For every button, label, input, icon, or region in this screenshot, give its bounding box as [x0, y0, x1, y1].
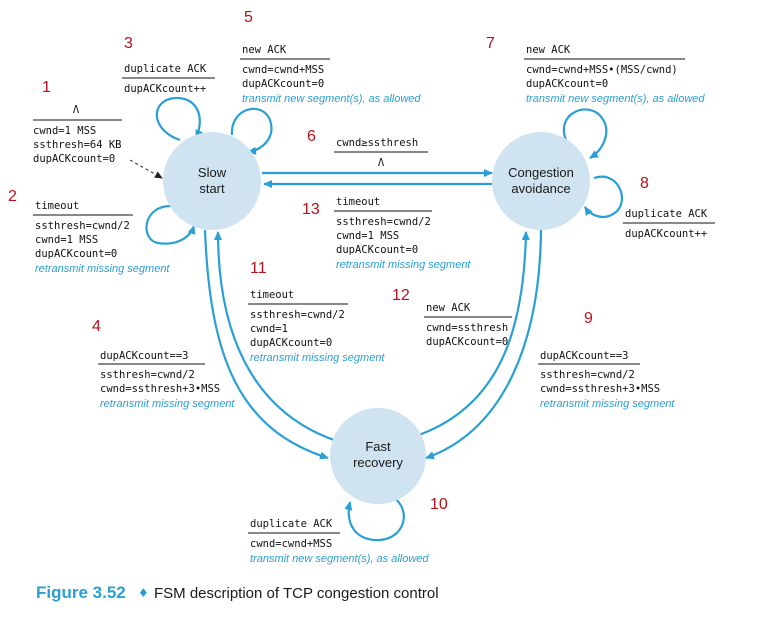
state-slow-start: Slow start	[163, 132, 261, 230]
transition-13: 13 timeout ssthresh=cwnd/2 cwnd=1 MSS du…	[302, 196, 471, 271]
transition-13-condition: timeout	[336, 196, 380, 208]
transition-9: 9 dupACKcount==3 ssthresh=cwnd/2 cwnd=ss…	[538, 310, 675, 410]
transition-3-condition: duplicate ACK	[124, 63, 207, 75]
state-congestion-avoidance: Congestion avoidance	[492, 132, 590, 230]
transition-4-number: 4	[92, 318, 101, 335]
transition-13-action-2: cwnd=1 MSS	[336, 230, 399, 242]
state-slow-start-line1: Slow	[198, 165, 227, 180]
transition-9-action-2: cwnd=ssthresh+3•MSS	[540, 383, 660, 395]
figure-caption-separator: ♦	[138, 586, 149, 600]
transition-2-action-2: cwnd=1 MSS	[35, 234, 98, 246]
figure-caption: Figure 3.52 ♦ FSM description of TCP con…	[36, 583, 439, 602]
transition-7-number: 7	[486, 35, 495, 52]
transition-3-number: 3	[124, 35, 133, 52]
transition-5-number: 5	[244, 9, 253, 26]
transition-6-action-1: Λ	[378, 157, 385, 169]
transition-10-number: 10	[430, 496, 448, 513]
transition-8-action-1: dupACKcount++	[625, 228, 707, 240]
transition-3-action-1: dupACKcount++	[124, 83, 206, 95]
transition-1-action-1: cwnd=1 MSS	[33, 125, 96, 137]
transition-7-condition: new ACK	[526, 44, 571, 56]
transition-1: 1 Λ cwnd=1 MSS ssthresh=64 KB dupACKcoun…	[33, 79, 122, 165]
loop-3-arrow	[155, 96, 203, 142]
transition-5-action-2: dupACKcount=0	[242, 78, 324, 90]
transition-12-number: 12	[392, 287, 410, 304]
transition-6-condition: cwnd≥ssthresh	[336, 137, 418, 149]
transition-11-action-2: cwnd=1	[250, 323, 288, 335]
transition-11-number: 11	[250, 260, 267, 277]
state-fr-line1: Fast	[365, 439, 391, 454]
transition-4-note: retransmit missing segment	[100, 398, 235, 410]
transition-5: 5 new ACK cwnd=cwnd+MSS dupACKcount=0 tr…	[240, 9, 421, 105]
transition-13-action-1: ssthresh=cwnd/2	[336, 216, 431, 228]
transition-8-number: 8	[640, 175, 649, 192]
transition-9-number: 9	[584, 310, 593, 327]
transition-12: 12 new ACK cwnd=ssthresh dupACKcount=0	[392, 287, 512, 348]
initial-arrow	[129, 159, 163, 179]
state-ca-line2: avoidance	[511, 181, 570, 196]
transition-10-action-1: cwnd=cwnd+MSS	[250, 538, 332, 550]
transition-2: 2 timeout ssthresh=cwnd/2 cwnd=1 MSS dup…	[8, 188, 170, 275]
transition-9-note: retransmit missing segment	[540, 398, 675, 410]
state-fr-line2: recovery	[353, 455, 403, 470]
transition-6: 6 cwnd≥ssthresh Λ	[307, 128, 428, 169]
transition-10-condition: duplicate ACK	[250, 518, 333, 530]
transition-12-action-1: cwnd=ssthresh	[426, 322, 508, 334]
state-fast-recovery: Fast recovery	[330, 408, 426, 504]
transition-5-note: transmit new segment(s), as allowed	[242, 93, 421, 105]
transition-8-condition: duplicate ACK	[625, 208, 708, 220]
transition-11-action-3: dupACKcount=0	[250, 337, 332, 349]
transition-7-note: transmit new segment(s), as allowed	[526, 93, 705, 105]
arrow-4	[203, 229, 329, 460]
transition-11: 11 timeout ssthresh=cwnd/2 cwnd=1 dupACK…	[248, 260, 385, 364]
transition-11-condition: timeout	[250, 289, 294, 301]
transition-5-condition: new ACK	[242, 44, 287, 56]
transition-7-action-2: dupACKcount=0	[526, 78, 608, 90]
state-slow-start-line2: start	[199, 181, 225, 196]
transition-13-note: retransmit missing segment	[336, 259, 471, 271]
transition-11-action-1: ssthresh=cwnd/2	[250, 309, 345, 321]
transition-11-note: retransmit missing segment	[250, 352, 385, 364]
transition-4-action-2: cwnd=ssthresh+3•MSS	[100, 383, 220, 395]
transition-1-action-3: dupACKcount=0	[33, 153, 115, 165]
transition-2-note: retransmit missing segment	[35, 263, 170, 275]
arrow-9	[425, 229, 543, 460]
loop-5-arrow	[230, 107, 273, 155]
transition-10: 10 duplicate ACK cwnd=cwnd+MSS transmit …	[248, 496, 448, 565]
loop-2-arrow	[145, 204, 196, 245]
transition-1-number: 1	[42, 79, 51, 96]
transition-13-action-3: dupACKcount=0	[336, 244, 418, 256]
transition-1-condition: Λ	[73, 104, 80, 116]
loop-10-arrow	[344, 496, 405, 542]
loop-8-arrow	[584, 175, 623, 219]
transition-1-action-2: ssthresh=64 KB	[33, 139, 122, 151]
transition-12-action-2: dupACKcount=0	[426, 336, 508, 348]
state-ca-line1: Congestion	[508, 165, 574, 180]
loop-7-arrow	[562, 108, 608, 159]
figure-caption-label: Figure 3.52	[36, 583, 126, 602]
transition-8: 8 duplicate ACK dupACKcount++	[623, 175, 715, 240]
transition-3: 3 duplicate ACK dupACKcount++	[122, 35, 215, 95]
figure-caption-text: FSM description of TCP congestion contro…	[154, 585, 439, 602]
transition-9-condition: dupACKcount==3	[540, 350, 629, 362]
transition-4-action-1: ssthresh=cwnd/2	[100, 369, 195, 381]
transition-4-condition: dupACKcount==3	[100, 350, 189, 362]
transition-7-action-1: cwnd=cwnd+MSS•(MSS/cwnd)	[526, 64, 678, 76]
transition-9-action-1: ssthresh=cwnd/2	[540, 369, 635, 381]
arrow-11	[214, 231, 335, 442]
transition-12-condition: new ACK	[426, 302, 471, 314]
transition-7: 7 new ACK cwnd=cwnd+MSS•(MSS/cwnd) dupAC…	[486, 35, 705, 105]
transition-6-number: 6	[307, 128, 316, 145]
arrow-12	[409, 231, 530, 440]
transition-13-number: 13	[302, 201, 320, 218]
transition-2-condition: timeout	[35, 200, 79, 212]
transition-2-action-3: dupACKcount=0	[35, 248, 117, 260]
transition-4: 4 dupACKcount==3 ssthresh=cwnd/2 cwnd=ss…	[92, 318, 235, 410]
transition-2-action-1: ssthresh=cwnd/2	[35, 220, 130, 232]
transition-2-number: 2	[8, 188, 17, 205]
transition-5-action-1: cwnd=cwnd+MSS	[242, 64, 324, 76]
transition-10-note: transmit new segment(s), as allowed	[250, 553, 429, 565]
